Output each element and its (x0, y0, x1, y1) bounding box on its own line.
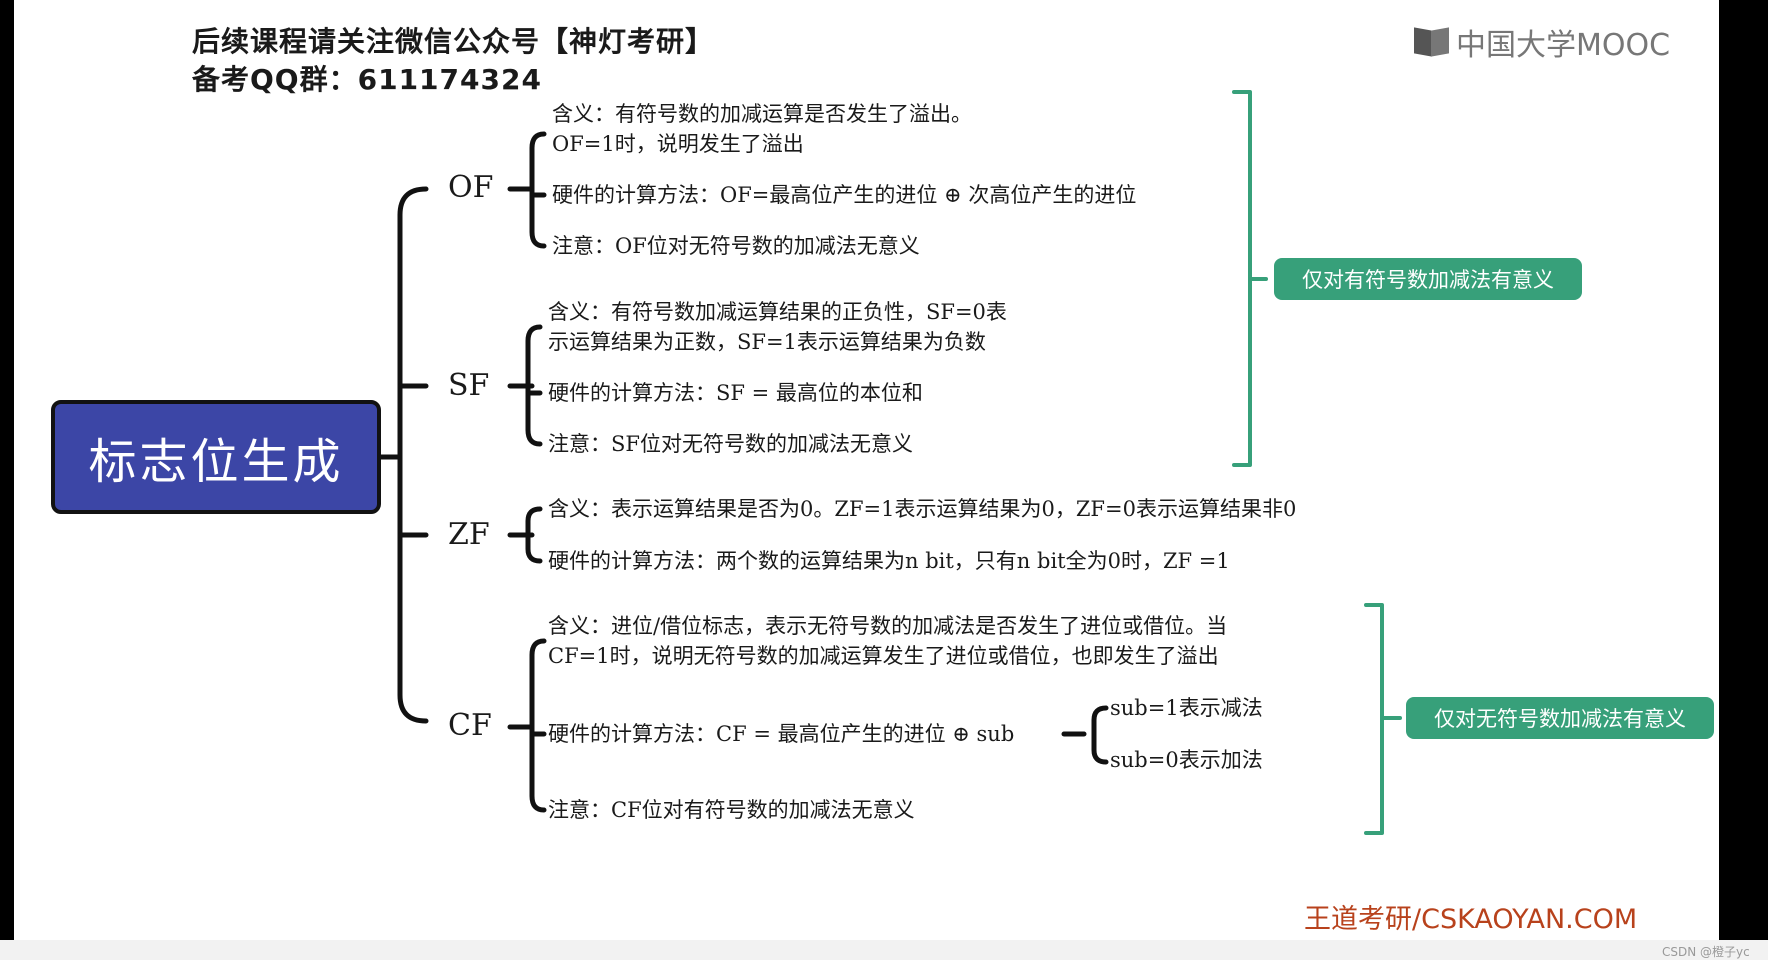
flag-of: OF (448, 170, 494, 205)
sf-hardware: 硬件的计算方法：SF = 最高位的本位和 (548, 381, 923, 405)
header-qq-group: 备考QQ群：611174324 (192, 63, 542, 96)
flag-zf: ZF (448, 517, 490, 552)
header-notice: 后续课程请关注微信公众号【神灯考研】 (192, 25, 715, 58)
slide: 后续课程请关注微信公众号【神灯考研】 备考QQ群：611174324 中国大学M… (14, 0, 1719, 940)
mooc-logo-text: 中国大学MOOC (1456, 28, 1671, 63)
sf-bracket (525, 324, 543, 447)
cf-hardware: 硬件的计算方法：CF = 最高位产生的进位 ⊕ sub (548, 722, 1015, 746)
root-node-label: 标志位生成 (88, 434, 344, 490)
csdn-watermark: CSDN @橙子yc (1662, 945, 1750, 959)
cf-meaning-line2: CF=1时，说明无符号数的加减运算发生了进位或借位，也即发生了溢出 (548, 644, 1219, 668)
flag-cf: CF (448, 708, 492, 743)
of-bracket (529, 131, 547, 249)
unsigned-range-bracket (1364, 603, 1384, 835)
sf-meaning-line2: 示运算结果为正数，SF=1表示运算结果为负数 (548, 330, 986, 354)
zf-bracket (525, 506, 543, 564)
of-meaning-line1: 含义：有符号数的加减运算是否发生了溢出。 (552, 102, 972, 126)
of-hardware: 硬件的计算方法：OF=最高位产生的进位 ⊕ 次高位产生的进位 (552, 183, 1137, 207)
cf-sub-option-1: sub=1表示减法 (1110, 696, 1263, 720)
cf-note: 注意：CF位对有符号数的加减法无意义 (548, 798, 915, 822)
signed-range-bracket (1232, 90, 1252, 467)
sf-meaning-line1: 含义：有符号数加减运算结果的正负性，SF=0表 (548, 300, 1007, 324)
sub-bracket (1091, 705, 1109, 765)
mooc-logo: 中国大学MOOC (1414, 20, 1670, 64)
zf-hardware: 硬件的计算方法：两个数的运算结果为n bit，只有n bit全为0时，ZF =1 (548, 549, 1230, 573)
cf-bracket (529, 638, 547, 813)
mooc-book-icon (1414, 27, 1450, 57)
unsigned-only-badge: 仅对无符号数加减法有意义 (1406, 697, 1714, 739)
flag-sf: SF (448, 368, 490, 403)
mindmap-connectors (378, 90, 1402, 835)
signed-only-badge: 仅对有符号数加减法有意义 (1274, 258, 1582, 300)
footer-brand: 王道考研/CSKAOYAN.COM (1304, 904, 1638, 935)
of-note: 注意：OF位对无符号数的加减法无意义 (552, 234, 920, 258)
root-node: 标志位生成 (51, 400, 381, 514)
cf-meaning-line1: 含义：进位/借位标志，表示无符号数的加减法是否发生了进位或借位。当 (548, 614, 1228, 638)
cf-sub-option-2: sub=0表示加法 (1110, 748, 1263, 772)
zf-meaning: 含义：表示运算结果是否为0。ZF=1表示运算结果为0，ZF=0表示运算结果非0 (548, 497, 1297, 521)
of-meaning-line2: OF=1时，说明发生了溢出 (552, 132, 804, 156)
bottom-strip: CSDN @橙子yc (0, 940, 1768, 960)
trunk-bracket (397, 186, 429, 724)
sf-note: 注意：SF位对无符号数的加减法无意义 (548, 432, 913, 456)
